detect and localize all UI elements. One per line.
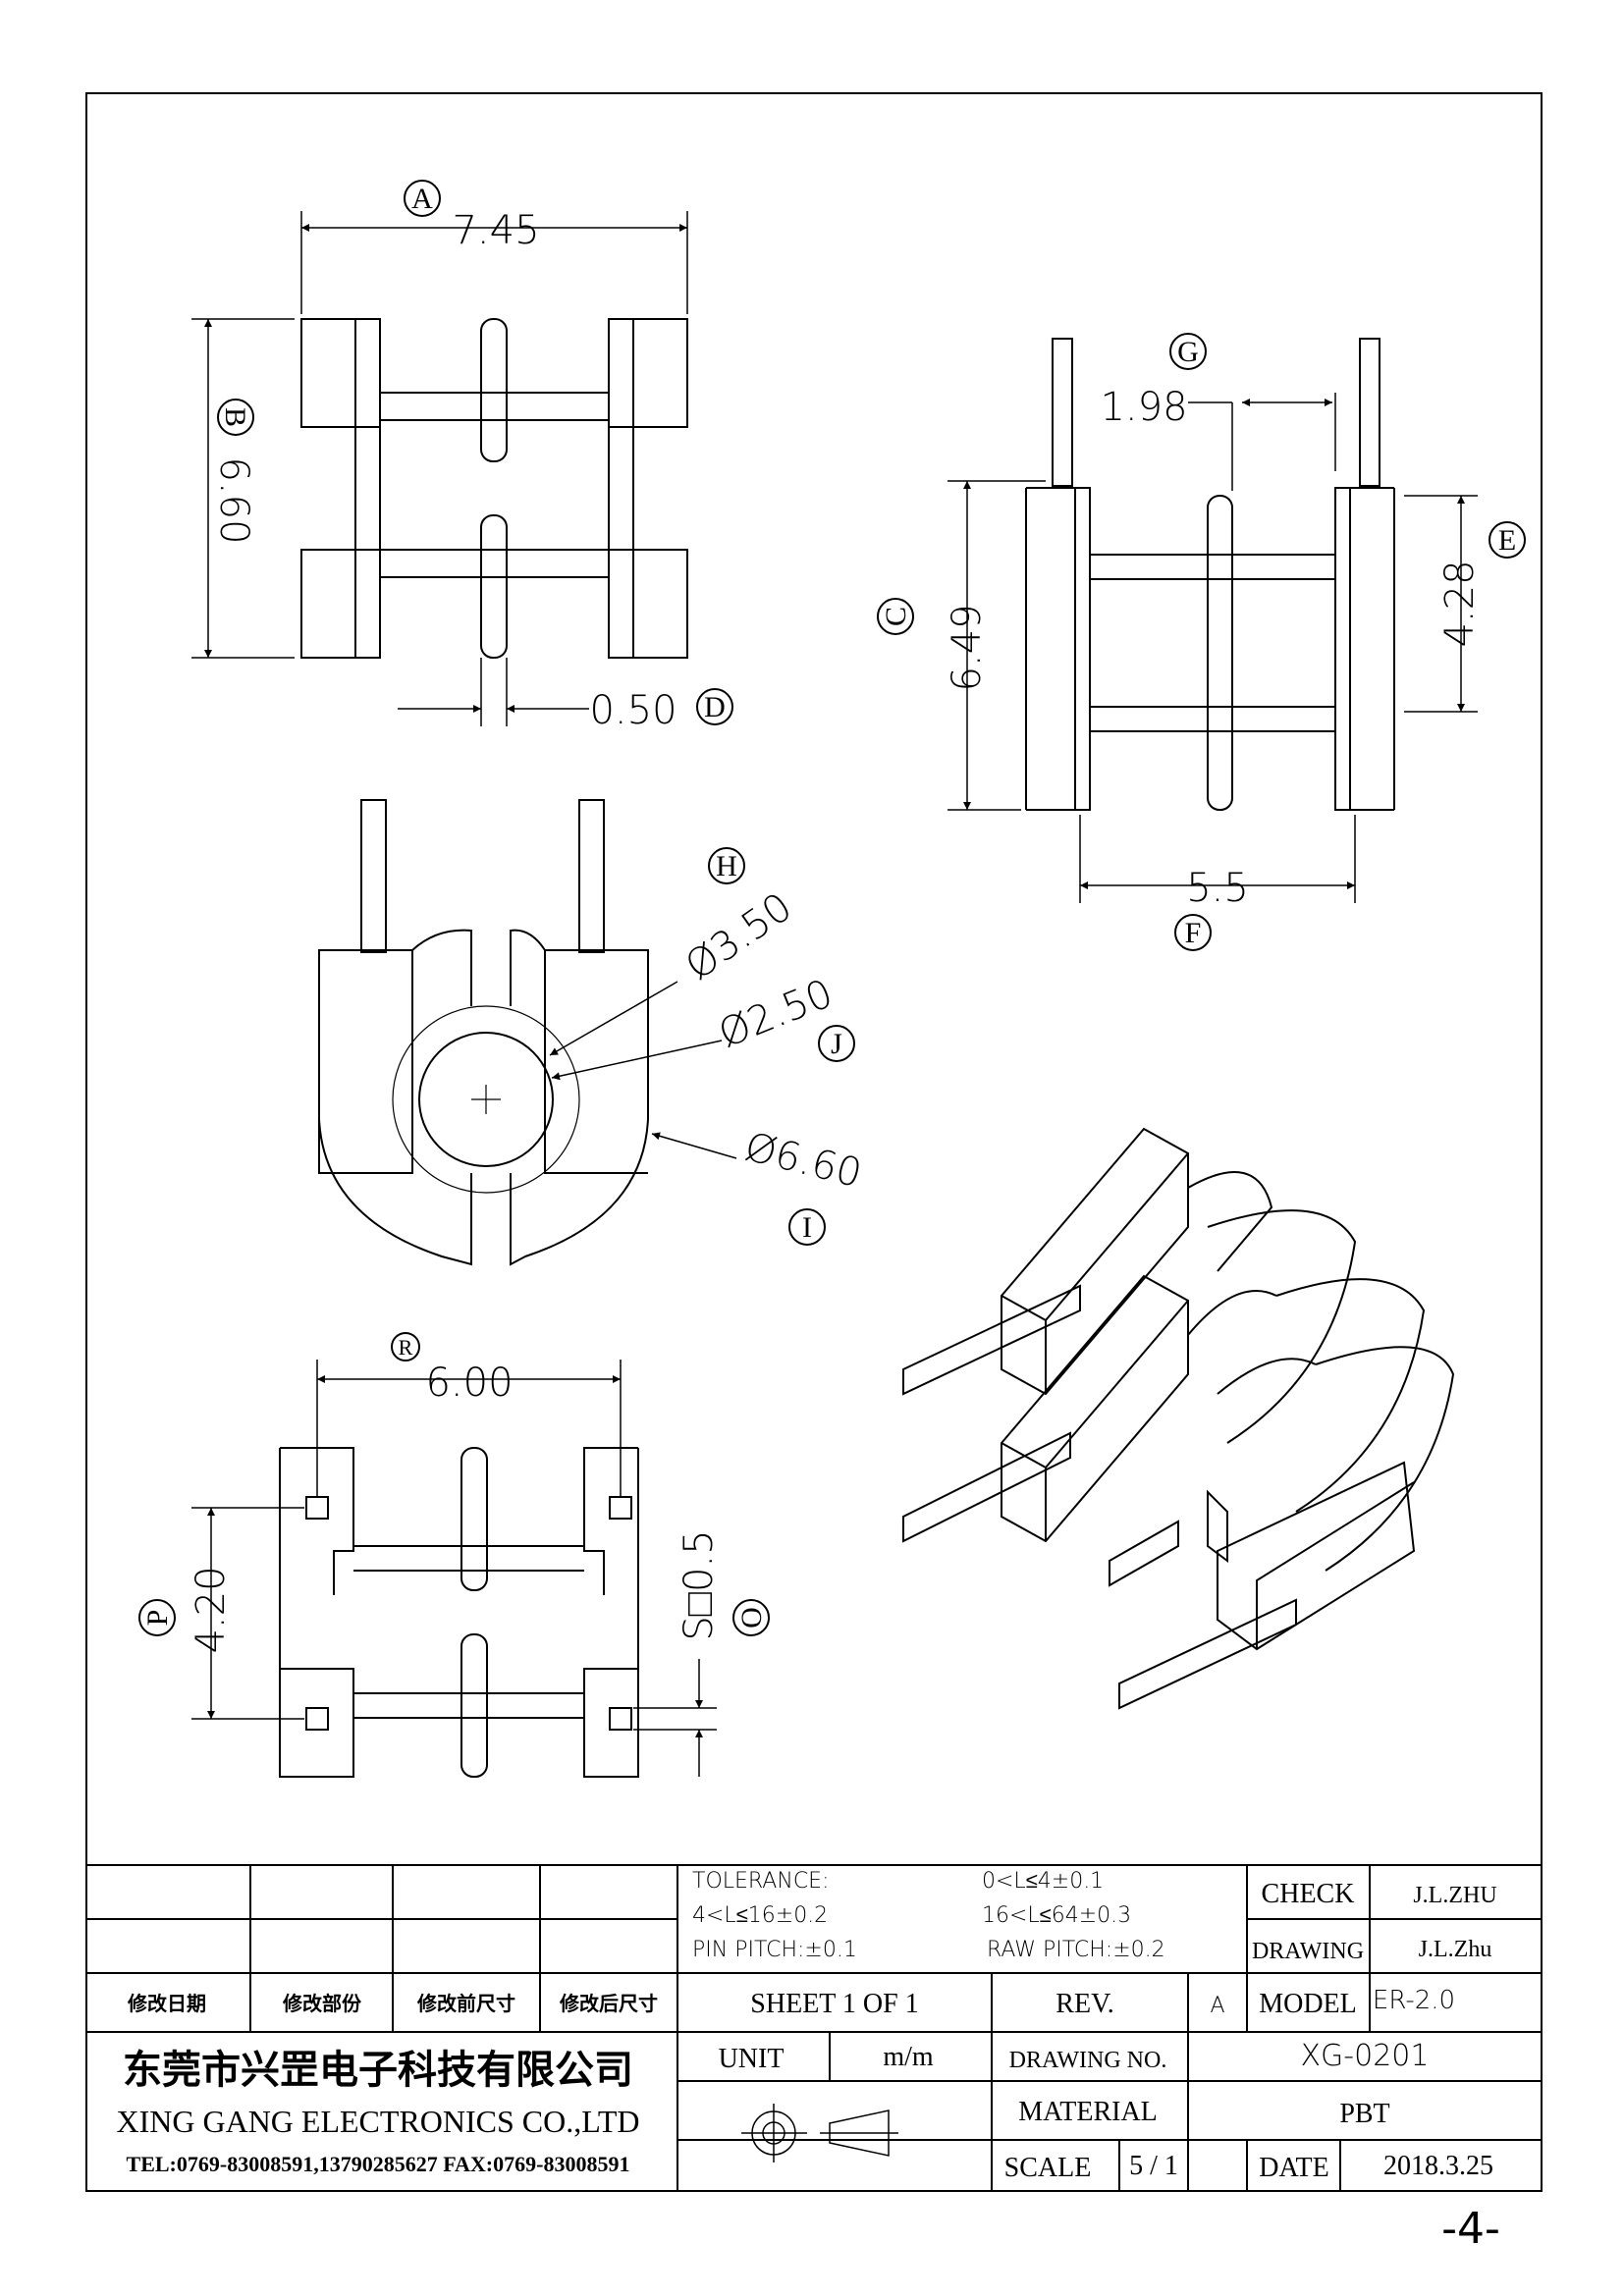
isometric-view [902,1127,1455,1710]
label-I: I [788,1208,826,1246]
svg-text:I: I [802,1211,812,1244]
dim-A-value: 7.45 [452,208,539,253]
drawing-no-value: XG-0201 [1301,2039,1430,2073]
pin-pitch: PIN PITCH:±0.1 [692,1938,857,1962]
label-A: A [404,180,441,217]
end-view [318,799,737,1266]
tolerance-label: TOLERANCE: [692,1869,830,1894]
rev-label: REV. [1056,1989,1113,2019]
tolerance-2: 4<L≤16±0.2 [692,1903,828,1928]
company-contact: TEL:0769-83008591,13790285627 FAX:0769-8… [127,2152,630,2176]
dim-I-value: Ø6.60 [740,1124,866,1197]
label-O: O [732,1599,770,1636]
material-label: MATERIAL [1018,2097,1158,2127]
label-J: J [818,1025,855,1062]
dim-D-value: 0.50 [589,688,677,733]
company-name-cn: 东莞市兴罡电子科技有限公司 [123,2047,633,2093]
label-C: C [877,598,914,635]
date-value: 2018.3.25 [1383,2151,1493,2181]
drawing-label: DRAWING [1252,1939,1364,1964]
rev-header-after: 修改后尺寸 [559,1992,658,2015]
svg-text:P: P [141,1610,174,1627]
dim-H-value: Ø3.50 [677,884,800,989]
dim-R-value: 6.00 [425,1361,513,1406]
dim-F-value: 5.5 [1186,866,1249,911]
title-block [86,1864,1542,2191]
rev-header-before: 修改前尺寸 [416,1992,515,2015]
svg-text:O: O [735,1607,768,1629]
svg-text:B: B [219,407,251,427]
date-label: DATE [1259,2153,1329,2183]
svg-text:D: D [704,691,726,723]
dim-J-value: Ø2.50 [713,971,839,1057]
drawing-no-label: DRAWING NO. [1009,2048,1167,2073]
dim-E-value: 4.28 [1437,560,1483,647]
svg-text:F: F [1185,917,1202,949]
projection-symbol-icon [741,2104,898,2163]
sheet-text: SHEET 1 OF 1 [750,1989,918,2019]
tolerance-1: 0<L≤4±0.1 [982,1869,1104,1894]
raw-pitch: RAW PITCH:±0.2 [987,1938,1165,1962]
label-R: R [391,1332,420,1362]
label-G: G [1169,333,1207,370]
top-view [191,211,688,726]
rev-header-date: 修改日期 [127,1992,206,2015]
drawing-value: J.L.Zhu [1419,1937,1492,1962]
svg-text:G: G [1177,336,1199,368]
scale-label: SCALE [1004,2153,1092,2183]
check-value: J.L.ZHU [1413,1883,1496,1908]
side-view [947,338,1478,903]
label-P: P [138,1599,176,1636]
bottom-view [191,1360,717,1778]
material-value: PBT [1339,2099,1389,2129]
label-H: H [708,847,745,884]
page-number: -4- [1441,2204,1500,2254]
model-value: ER-2.0 [1373,1986,1455,2015]
rev-header-part: 修改部份 [282,1992,362,2015]
dim-C-value: 6.49 [945,604,990,691]
svg-text:H: H [716,850,737,882]
svg-text:E: E [1498,524,1516,557]
svg-text:C: C [880,607,912,626]
check-label: CHECK [1262,1879,1355,1909]
label-B: B [217,399,254,436]
label-E: E [1489,521,1526,559]
tolerance-3: 16<L≤64±0.3 [982,1903,1131,1928]
svg-text:R: R [399,1335,413,1360]
rev-value: A [1210,1994,1224,2018]
label-D: D [696,688,733,725]
dim-B-value: 6.60 [211,456,256,544]
svg-text:J: J [831,1028,842,1060]
dim-P-value: 4.20 [189,1566,234,1653]
unit-label: UNIT [719,2044,785,2074]
drawing-border [85,92,1543,2192]
scale-value: 5 / 1 [1129,2151,1178,2181]
dim-G-value: 1.98 [1100,385,1187,430]
label-F: F [1174,914,1212,951]
svg-text:A: A [411,183,433,215]
company-name-en: XING GANG ELECTRONICS CO.,LTD [116,2104,639,2139]
unit-value: m/m [883,2042,934,2072]
dim-O-value: S□0.5 [677,1529,722,1640]
model-label: MODEL [1259,1989,1357,2019]
